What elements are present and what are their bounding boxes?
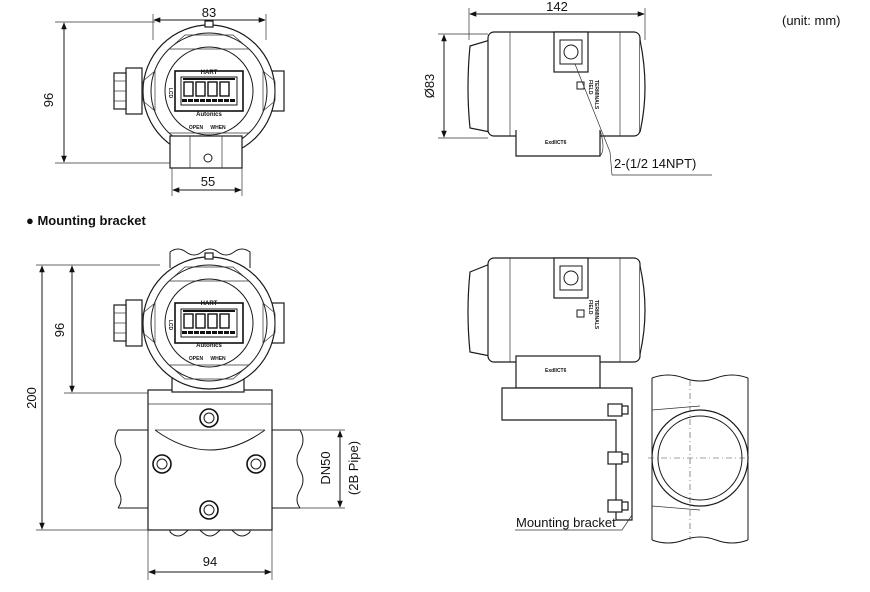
pipe-size-dim: DN50 [318, 451, 333, 484]
bottom-lcd-label: LCD [167, 320, 173, 331]
top-front-height-dim: 96 [41, 93, 56, 107]
top-front-dimensions [55, 14, 267, 196]
pipe-size-note: (2B Pipe) [346, 441, 361, 495]
bottom-ex-mark: ExdIICT6 [545, 368, 567, 374]
bottom-width-dim: 94 [203, 554, 217, 569]
top-terminals-label: TERMINALS [593, 80, 599, 110]
top-open-label: OPEN [189, 125, 204, 131]
top-front-base-dim: 55 [201, 174, 215, 189]
mounting-bracket-label: Mounting bracket [516, 515, 616, 530]
top-display-label: HART [201, 70, 218, 76]
top-when-label: WHEN [210, 125, 226, 131]
top-side-dimensions [438, 8, 646, 139]
top-front-view [113, 20, 285, 169]
section-heading: ● Mounting bracket [26, 213, 146, 228]
top-ex-mark: ExdIICT6 [545, 140, 567, 146]
bottom-side-view [467, 257, 752, 544]
top-front-width-dim: 83 [202, 5, 216, 20]
conduit-note: 2-(1/2 14NPT) [614, 156, 696, 171]
top-side-diameter-dim: Ø83 [422, 74, 437, 99]
bottom-open-label: OPEN [189, 356, 204, 362]
top-side-length-dim: 142 [546, 0, 568, 14]
top-brand-label: Autonics [196, 112, 222, 118]
bottom-front-view [113, 248, 304, 537]
bottom-when-label: WHEN [210, 356, 226, 362]
bottom-head-height-dim: 96 [52, 323, 67, 337]
bottom-brand-label: Autonics [196, 343, 222, 349]
top-field-label: FIELD [587, 80, 593, 95]
bottom-display-label: HART [201, 301, 218, 307]
bottom-terminals-label: TERMINALS [593, 300, 599, 330]
bottom-field-label: FIELD [587, 300, 593, 315]
unit-note: (unit: mm) [782, 13, 841, 28]
bottom-total-height-dim: 200 [24, 387, 39, 409]
top-lcd-label: LCD [167, 88, 173, 99]
bottom-front-dimensions [36, 264, 345, 580]
top-side-view [467, 31, 712, 176]
